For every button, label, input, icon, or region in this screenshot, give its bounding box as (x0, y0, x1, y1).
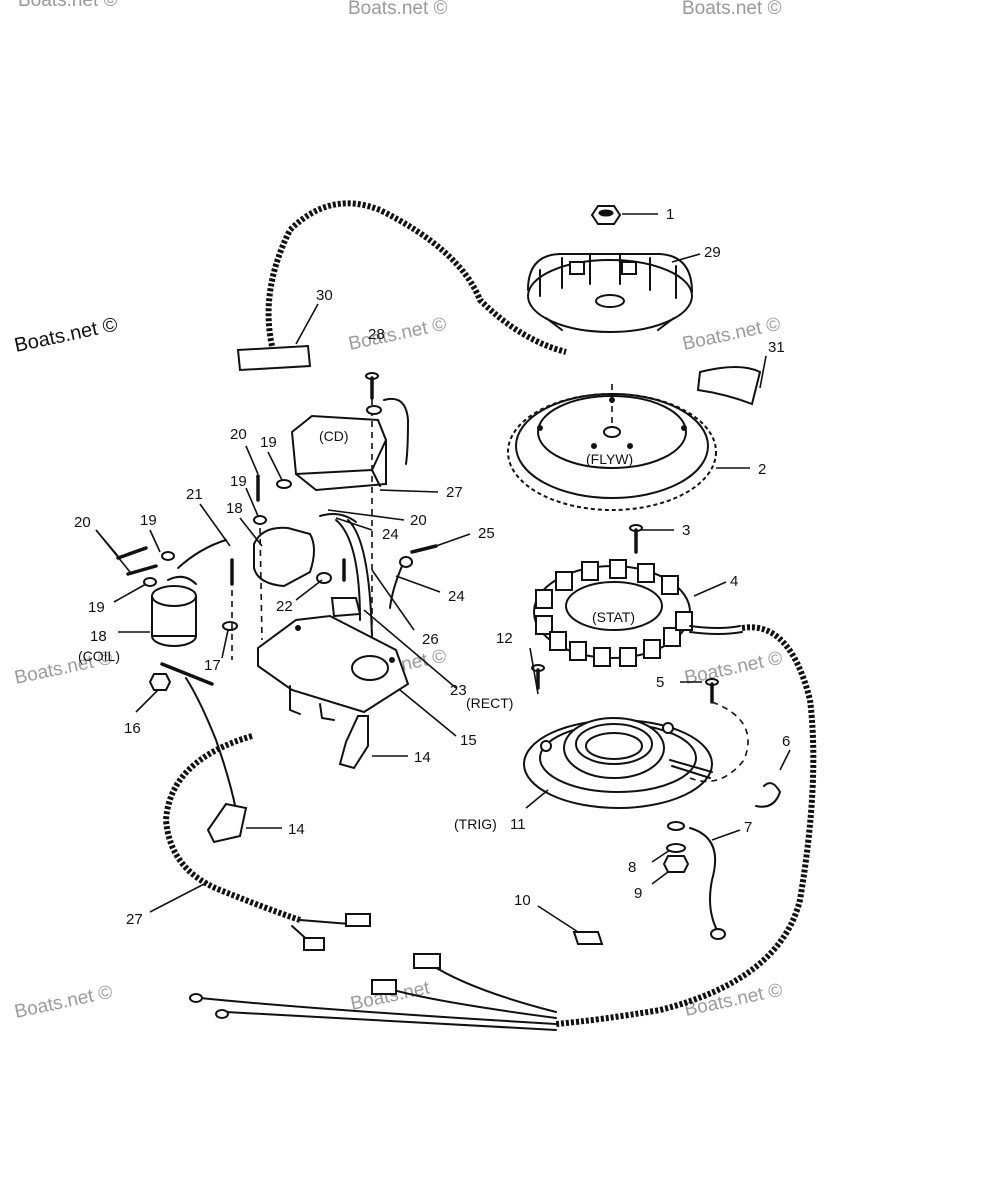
part-ground-lead (662, 821, 726, 940)
part-cd-screw (365, 372, 382, 415)
callout-10: 10 (514, 892, 531, 909)
callout-3: 3 (682, 522, 690, 539)
callout-1: 1 (666, 206, 674, 223)
part-trigger-screws (531, 664, 719, 704)
part-mounting-plate (257, 614, 410, 721)
callout-20: 20 (74, 514, 91, 531)
callout-20: 20 (410, 512, 427, 529)
callout-11: 11 (510, 816, 526, 833)
callout-18: 18 (226, 500, 243, 517)
callout-25: 25 (478, 525, 495, 542)
watermark: Boats.net © (13, 982, 115, 1023)
callout-15: 15 (460, 732, 477, 749)
callout-16: 16 (124, 720, 141, 737)
callout-26: 26 (422, 631, 439, 648)
part-trigger (523, 701, 749, 809)
part-cd-module (290, 388, 409, 700)
label-rectifier: (RECT) (466, 695, 513, 711)
callout-24: 24 (448, 588, 465, 605)
part-retaining-ring (755, 782, 781, 808)
callout-29: 29 (704, 244, 721, 261)
part-spark-lead-left (185, 677, 237, 811)
leader-lines (95, 213, 791, 933)
callout-22: 22 (276, 598, 293, 615)
callout-12: 12 (496, 630, 513, 647)
label-trigger: (TRIG) (454, 816, 497, 832)
callout-30: 30 (316, 287, 333, 304)
callout-8: 8 (628, 859, 636, 876)
callout-20: 20 (230, 426, 247, 443)
part-coil-block (253, 519, 373, 641)
callout-21: 21 (186, 486, 203, 503)
callout-19: 19 (88, 599, 105, 616)
callout-19: 19 (260, 434, 277, 451)
callout-31: 31 (768, 339, 785, 356)
part-spark-boot-center (338, 715, 369, 770)
label-coil: (COIL) (78, 648, 120, 664)
callout-23: 23 (450, 682, 467, 699)
callout-14: 14 (414, 749, 431, 766)
callout-14: 14 (288, 821, 305, 838)
part-stator-screw (629, 524, 643, 554)
label-flywheel: (FLYW) (586, 451, 633, 467)
callout-19: 19 (230, 473, 247, 490)
callout-18: 18 (90, 628, 107, 645)
part-flywheel-cup (527, 253, 693, 333)
part-harness-30 (236, 200, 567, 372)
part-ignition-coil (148, 575, 214, 691)
part-stator (533, 559, 743, 667)
part-small-hardware (116, 474, 438, 660)
callout-5: 5 (656, 674, 664, 691)
part-spark-boot-left (206, 802, 248, 844)
label-stator: (STAT) (592, 609, 635, 625)
watermark: Boats.net © (348, 0, 448, 19)
watermark: Boats.net © (347, 314, 449, 355)
callout-24: 24 (382, 526, 399, 543)
part-flywheel-key (696, 366, 762, 406)
part-nut (590, 205, 622, 225)
label-cd: (CD) (319, 428, 349, 444)
watermark: Boats.net © (12, 314, 119, 357)
callout-9: 9 (634, 885, 642, 902)
watermark: Boats.net © (18, 0, 118, 11)
part-main-harness (162, 733, 557, 1031)
callout-27: 27 (126, 911, 143, 928)
callout-2: 2 (758, 461, 766, 478)
stator-harness-sleeve (555, 624, 817, 1027)
part-clip (572, 931, 604, 945)
callout-27: 27 (446, 484, 463, 501)
callout-7: 7 (744, 819, 752, 836)
callout-4: 4 (730, 573, 738, 590)
callout-28: 28 (368, 326, 385, 343)
watermark: Boats.net © (682, 0, 782, 19)
callout-19: 19 (140, 512, 157, 529)
callout-17: 17 (204, 657, 221, 674)
watermark: Boats.net © (683, 980, 785, 1021)
callout-6: 6 (782, 733, 790, 750)
part-flywheel (507, 384, 717, 511)
callouts: 1 29 30 28 31 2 20 19 19 27 21 18 20 24 … (74, 206, 790, 928)
